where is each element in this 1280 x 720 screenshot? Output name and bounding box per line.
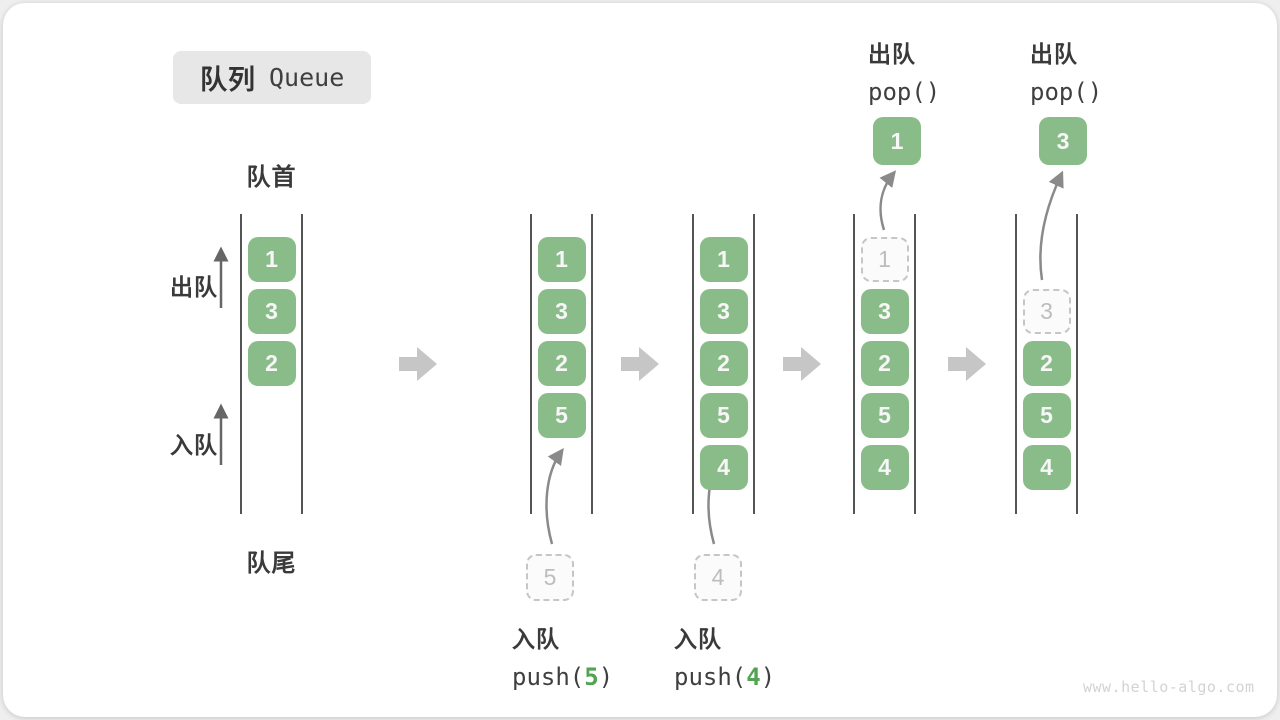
popped-element-1: 1 [873, 117, 921, 165]
code-arg: 4 [746, 663, 761, 691]
queue-cell: 2 [860, 341, 909, 386]
queue-cell: 5 [537, 393, 586, 438]
queue-cell: 2 [699, 341, 748, 386]
op-dequeue-1-code: pop() [868, 78, 941, 106]
removed-slot-ghost: 1 [860, 237, 909, 282]
state-transition-arrow-1 [399, 347, 437, 381]
state-transition-arrow-2 [621, 347, 659, 381]
code-close: ) [598, 663, 614, 691]
code-arg: 5 [584, 663, 599, 691]
queue-cell: 4 [699, 445, 748, 490]
queue-cell: 1 [699, 237, 748, 282]
label-queue-rear: 队尾 [246, 550, 297, 577]
queue-cell: 3 [537, 289, 586, 334]
queue-state-initial: 1 3 2 [240, 214, 303, 514]
incoming-element-5: 5 [526, 554, 574, 601]
queue-cell: 1 [247, 237, 296, 282]
queue-cell: 3 [699, 289, 748, 334]
op-enqueue-5: 入队 push(5) [512, 620, 613, 691]
op-enqueue-4-label: 入队 [674, 626, 722, 652]
queue-state-after-pop-3: 3 2 5 4 [1015, 214, 1078, 514]
op-dequeue-1-label: 出队 [868, 41, 916, 67]
op-enqueue-4: 入队 push(4) [674, 620, 775, 691]
queue-cell: 5 [699, 393, 748, 438]
queue-cell: 3 [247, 289, 296, 334]
title-badge: 队列 Queue [173, 51, 372, 104]
queue-cell: 4 [1022, 445, 1071, 490]
op-dequeue-1: 出队 pop() [868, 35, 940, 106]
queue-state-after-push-5: 1 3 2 5 [530, 214, 593, 514]
watermark: www.hello-algo.com [1083, 678, 1255, 696]
state-transition-arrow-3 [783, 347, 821, 381]
queue-cell: 2 [537, 341, 586, 386]
code-close: ) [760, 663, 776, 691]
arrows-overlay [213, 170, 1064, 545]
queue-cell: 1 [537, 237, 586, 282]
label-enqueue-side: 入队 [170, 432, 218, 458]
label-queue-front: 队首 [246, 164, 297, 191]
queue-state-after-push-4: 1 3 2 5 4 [692, 214, 755, 514]
queue-cell: 4 [860, 445, 909, 490]
op-dequeue-3-label: 出队 [1030, 41, 1078, 67]
queue-cell: 5 [1022, 393, 1071, 438]
removed-slot-ghost: 3 [1022, 289, 1071, 334]
title-zh: 队列 [200, 65, 256, 95]
code-fn: push( [512, 663, 585, 691]
op-enqueue-5-label: 入队 [512, 626, 560, 652]
incoming-element-4: 4 [694, 554, 742, 601]
queue-cell: 2 [1022, 341, 1071, 386]
queue-cell: 5 [860, 393, 909, 438]
op-dequeue-3: 出队 pop() [1030, 35, 1102, 106]
code-fn: push( [674, 663, 747, 691]
popped-element-3: 3 [1039, 117, 1087, 165]
queue-cell: 2 [247, 341, 296, 386]
label-dequeue-side: 出队 [170, 274, 218, 300]
queue-state-after-pop-1: 1 3 2 5 4 [853, 214, 916, 514]
title-en: Queue [269, 63, 345, 92]
diagram-card: 队列 Queue 队首 队尾 出队 入队 1 3 2 1 3 2 5 5 1 3… [3, 3, 1277, 717]
op-enqueue-4-code: push(4) [674, 663, 775, 691]
op-dequeue-3-code: pop() [1030, 78, 1103, 106]
queue-cell: 3 [860, 289, 909, 334]
state-transition-arrow-4 [948, 347, 986, 381]
op-enqueue-5-code: push(5) [512, 663, 613, 691]
